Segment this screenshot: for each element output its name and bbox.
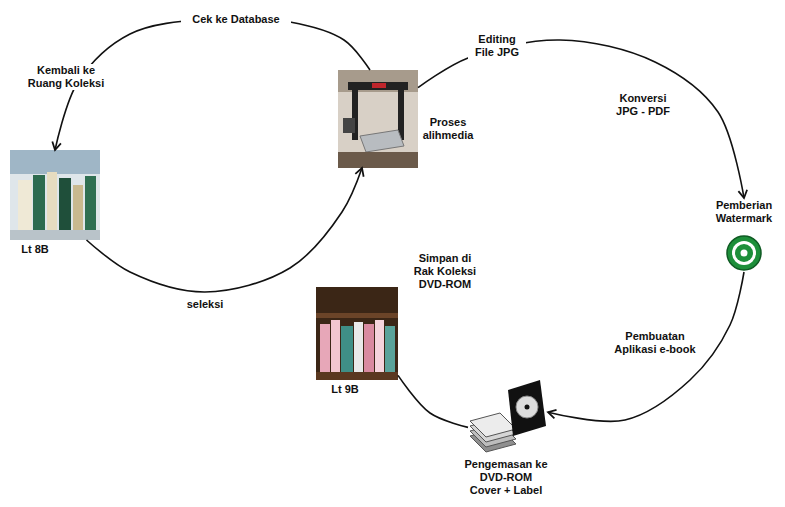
dvd-disc xyxy=(516,396,538,418)
logo-dot xyxy=(741,250,748,257)
book xyxy=(33,175,45,232)
watermark-logo xyxy=(727,236,761,270)
book xyxy=(385,326,395,372)
node-caption: Lt 9B xyxy=(323,383,367,396)
step-label: Cek ke Database xyxy=(181,13,291,26)
dvd-box xyxy=(508,380,546,436)
dvd-icon xyxy=(470,380,546,452)
photo-node: Lt 8B xyxy=(10,150,100,240)
cycle-connector xyxy=(548,272,744,421)
step-label: seleksi xyxy=(180,298,230,311)
node-caption: Proses alihmedia xyxy=(417,116,479,142)
photo-node: Proses alihmedia xyxy=(338,70,418,168)
scanner-badge xyxy=(372,83,386,88)
shelf xyxy=(10,230,100,240)
monitor xyxy=(343,118,355,133)
scanning-photo xyxy=(338,70,418,168)
dvd-case xyxy=(470,413,516,437)
step-label: Editing File JPG xyxy=(468,33,526,59)
logo-core xyxy=(735,244,753,262)
step-label: Konversi JPG - PDF xyxy=(611,92,675,118)
photo-node: Simpan di Rak Koleksi DVD-ROMLt 9B xyxy=(316,287,398,380)
book xyxy=(59,178,71,232)
photo-wall xyxy=(338,70,418,92)
book xyxy=(331,320,340,372)
book xyxy=(73,185,83,232)
book xyxy=(85,176,96,232)
node-caption: Pengemasan ke DVD-ROM Cover + Label xyxy=(463,458,549,498)
table xyxy=(338,152,418,168)
step-label: Pembuatan Aplikasi e-book xyxy=(609,330,701,356)
book xyxy=(18,180,32,232)
step-label: Kembali ke Ruang Koleksi xyxy=(23,64,109,90)
dvd-hole xyxy=(525,405,530,410)
cycle-connector xyxy=(418,40,744,198)
book xyxy=(341,326,353,372)
book xyxy=(375,320,384,372)
collection-photo xyxy=(10,150,100,240)
photo-ground xyxy=(316,287,398,380)
book xyxy=(354,322,363,372)
photo-ground xyxy=(10,150,100,240)
node-caption: Simpan di Rak Koleksi DVD-ROM xyxy=(409,252,481,292)
node-caption: Lt 8B xyxy=(10,243,60,256)
photo-wall xyxy=(10,150,100,174)
logo-ring xyxy=(727,236,761,270)
node-caption: Pemberian Watermark xyxy=(709,199,779,225)
cycle-connector xyxy=(398,375,468,427)
book xyxy=(320,324,330,372)
logo-inner xyxy=(732,241,756,265)
shelf xyxy=(316,372,398,380)
dvd-node: Pengemasan ke DVD-ROM Cover + Label xyxy=(468,378,548,454)
shelf xyxy=(316,313,398,318)
scanner-frame xyxy=(348,82,408,90)
book xyxy=(47,172,57,232)
rack-photo xyxy=(316,287,398,380)
logo-node: Pemberian Watermark xyxy=(708,198,780,272)
cycle-connector xyxy=(87,168,363,292)
scanner-bed xyxy=(360,130,404,152)
book xyxy=(364,324,374,372)
photo-ground xyxy=(338,70,418,168)
